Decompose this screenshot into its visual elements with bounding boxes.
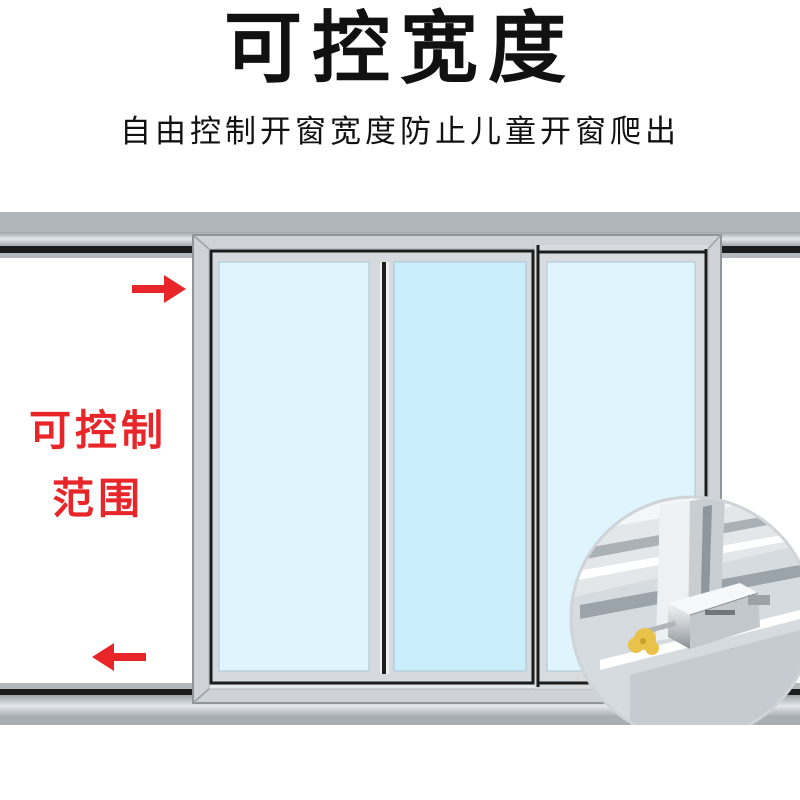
window-scene: 可控制 范围 <box>0 205 800 741</box>
range-label-line2: 范围 <box>51 474 144 523</box>
window-illustration <box>0 212 800 741</box>
page-subtitle: 自由控制开窗宽度防止儿童开窗爬出 <box>120 114 680 150</box>
range-label-line1: 可控制 <box>28 406 167 455</box>
left-sash <box>209 249 535 685</box>
key-icon <box>628 620 677 655</box>
window-lock-icon <box>668 583 770 649</box>
arrow-left-icon <box>92 643 146 671</box>
lock-closeup <box>569 495 800 741</box>
page-title: 可控宽度 <box>223 4 576 94</box>
arrow-right-icon <box>132 275 186 303</box>
